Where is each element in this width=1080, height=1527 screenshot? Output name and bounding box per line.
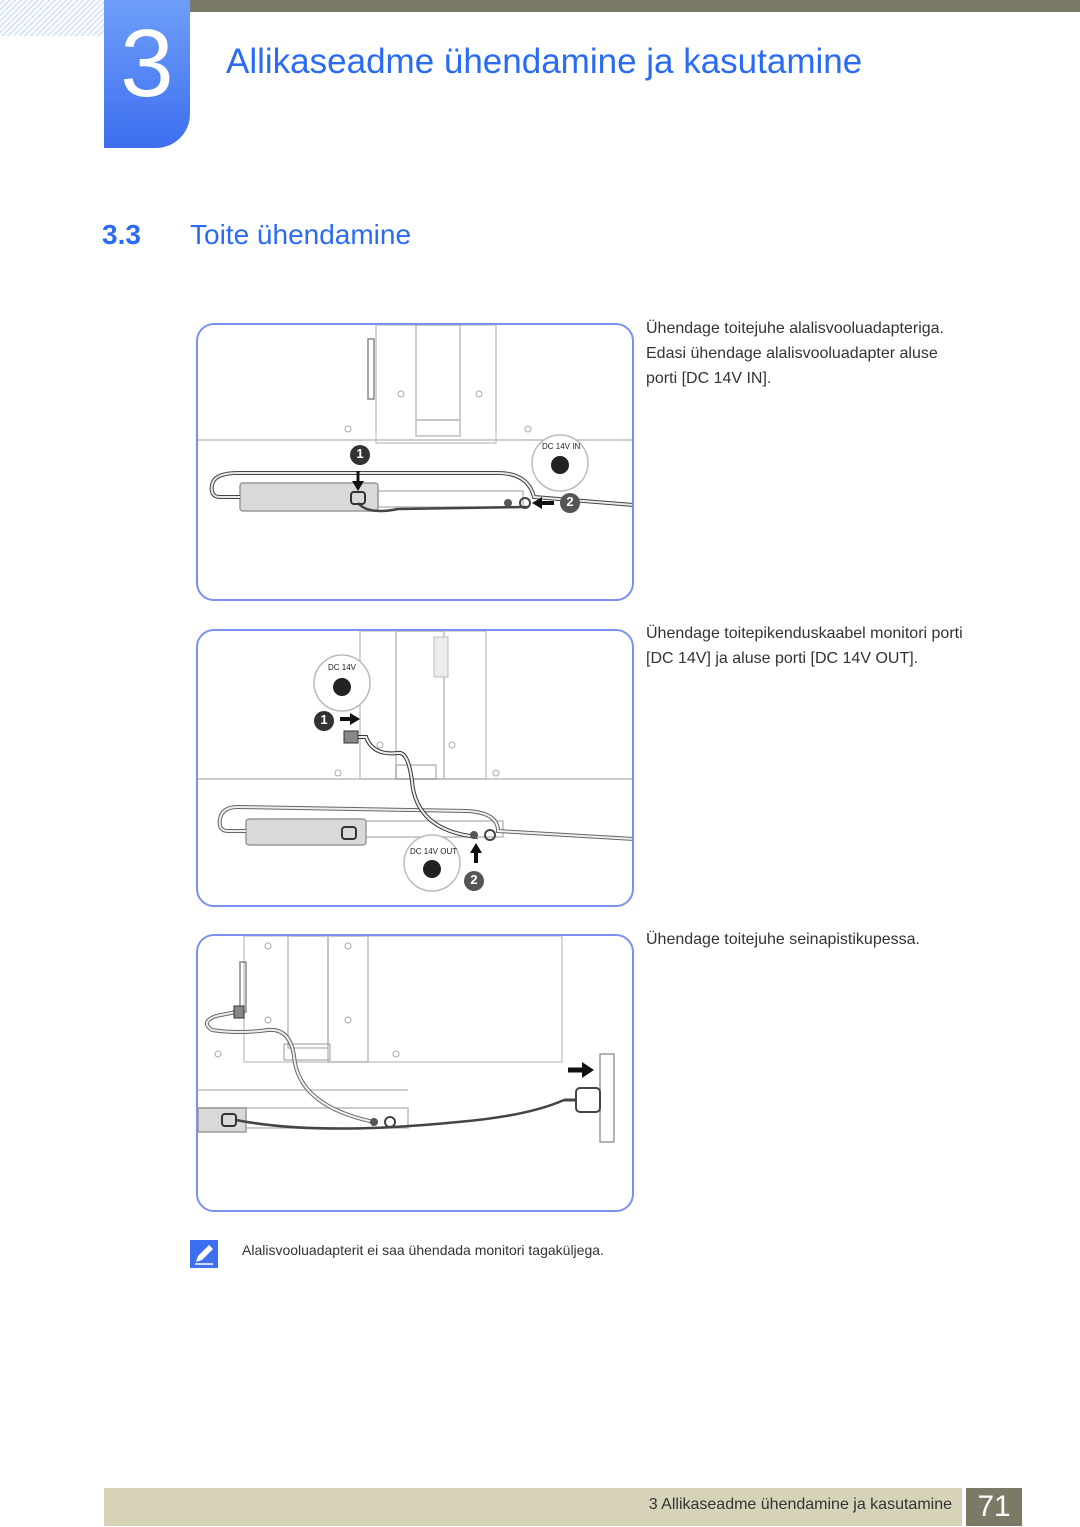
step-2-line: Ühendage toitepikenduskaabel monitori po…	[646, 625, 963, 642]
step-2-illustration: DC 14V DC 14V OUT 1 2	[196, 629, 634, 907]
chapter-title: Allikaseadme ühendamine ja kasutamine	[226, 42, 863, 81]
note-pencil-icon	[190, 1240, 218, 1268]
footer-chapter-label: 3 Allikaseadme ühendamine ja kasutamine	[648, 1496, 952, 1513]
section-title: Toite ühendamine	[190, 219, 412, 250]
step-marker: 2	[566, 494, 574, 509]
section-number: 3.3	[102, 219, 141, 250]
port-label-dc-14v-in: DC 14V IN	[542, 442, 581, 451]
step-1-line: porti [DC 14V IN].	[646, 370, 772, 387]
step-2-line: [DC 14V] ja aluse porti [DC 14V OUT].	[646, 650, 919, 667]
step-1-line: Ühendage toitejuhe alalisvooluadapteriga…	[646, 320, 944, 337]
header-hatch-decoration	[0, 0, 104, 36]
header-band	[190, 0, 1080, 12]
step-3-illustration	[196, 934, 634, 1212]
step-1-text: Ühendage toitejuhe alalisvooluadapteriga…	[646, 316, 1006, 391]
page-number: 71	[966, 1488, 1022, 1526]
step-marker: 1	[320, 712, 328, 727]
step-3-line: Ühendage toitejuhe seinapistikupessa.	[646, 931, 920, 948]
step-3-text: Ühendage toitejuhe seinapistikupessa.	[646, 927, 1006, 952]
step-1-line: Edasi ühendage alalisvooluadapter aluse	[646, 345, 938, 362]
step-marker: 1	[356, 446, 364, 461]
chapter-number-box	[104, 0, 190, 148]
step-1-illustration: DC 14V IN 1 2	[196, 323, 634, 601]
step-2-text: Ühendage toitepikenduskaabel monitori po…	[646, 621, 1006, 671]
note-text: Alalisvooluadapterit ei saa ühendada mon…	[242, 1242, 604, 1258]
step-marker: 2	[470, 872, 478, 887]
chapter-number: 3	[120, 10, 174, 117]
port-label-dc-14v: DC 14V	[328, 663, 357, 672]
port-label-dc-14v-out: DC 14V OUT	[410, 847, 458, 856]
footer-bar	[104, 1488, 962, 1526]
